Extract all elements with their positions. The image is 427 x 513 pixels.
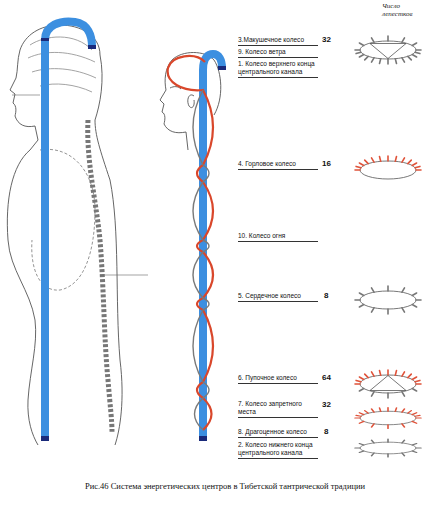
head-band [41, 38, 49, 41]
guide-line [12, 95, 148, 275]
ear [188, 95, 194, 108]
petal-count: 32 [322, 401, 331, 409]
central-channel [45, 22, 92, 440]
figure-caption: Рис.46 Система энергетических центров в … [30, 481, 420, 491]
column-heading: Число лепестков [382, 3, 424, 18]
center-label: 6. Пупочное колесо [238, 374, 318, 384]
brain-curves [28, 37, 96, 92]
wheel-disc [360, 291, 416, 309]
petal-count: 32 [322, 36, 331, 44]
throat-wheel [355, 156, 421, 179]
center-label: 4. Горловое колесо [238, 160, 318, 170]
white-channel [193, 90, 209, 430]
central-channel [203, 54, 222, 440]
petal-count: 8 [324, 428, 328, 436]
center-label: 10. Колесо огня [238, 232, 318, 242]
center-label: 9. Колесо ветра [238, 48, 318, 58]
wheel-disc [360, 442, 416, 454]
body-profile [7, 25, 148, 445]
petal-count: 16 [322, 160, 331, 168]
jewel-wheel [355, 439, 421, 457]
petal-count: 64 [322, 374, 331, 382]
center-label: 2. Колесо нижнего конца центрального кан… [238, 441, 318, 459]
center-label: 1. Колесо верхнего конца центрального ка… [238, 60, 318, 78]
wheel-triangle [370, 376, 406, 391]
secret-wheel [355, 408, 421, 429]
center-label: 8. Драгоценное колесо [238, 428, 318, 438]
wheel-triangle [370, 44, 406, 59]
heart-wheel [355, 286, 421, 314]
channel-end [41, 436, 49, 441]
channel-end [88, 45, 96, 49]
center-label: 5. Сердечное колесо [238, 292, 318, 302]
center-label: 3.Макушечное колесо [238, 36, 318, 46]
crown-wheel [355, 36, 421, 64]
navel-wheel [355, 370, 421, 398]
center-label: 7. Колесо запретного места [238, 400, 318, 418]
petal-count: 8 [324, 292, 328, 300]
body-outline [7, 25, 100, 445]
red-channel [168, 56, 213, 430]
spine [88, 120, 112, 432]
channel-end [199, 436, 207, 441]
channel-end [218, 66, 226, 70]
